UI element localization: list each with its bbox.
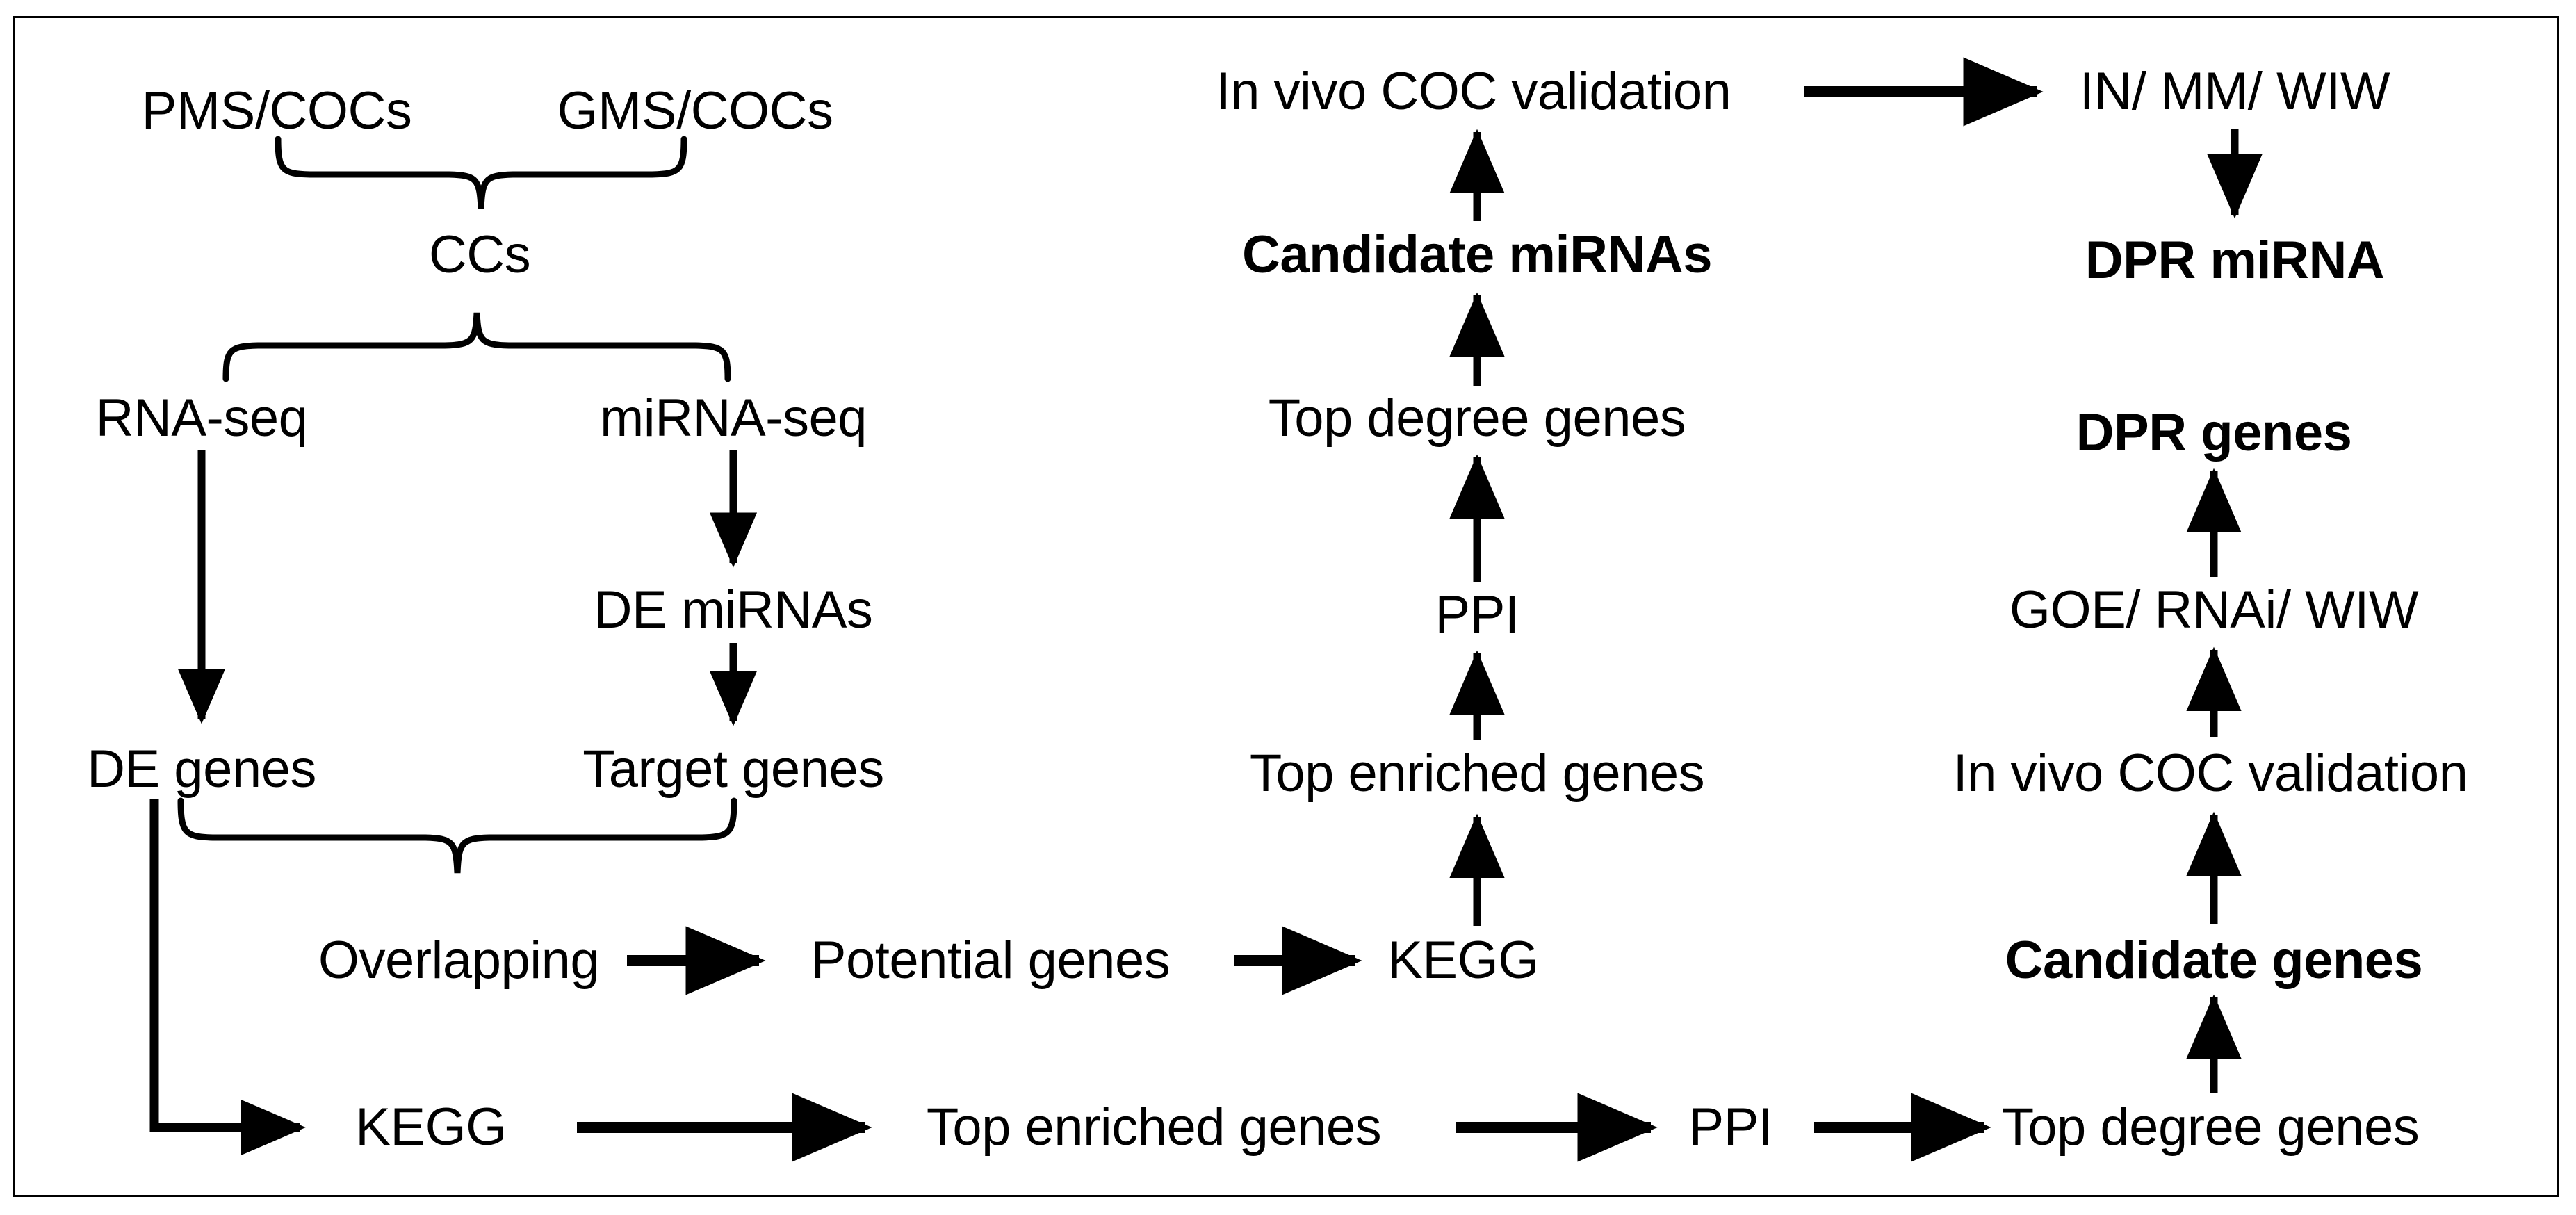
- node-target-genes: Target genes: [582, 740, 884, 799]
- node-dpr-mirna: DPR miRNA: [2085, 231, 2385, 290]
- node-gms-cocs: GMS/COCs: [557, 81, 833, 140]
- node-goe-rnai-wiw: GOE/ RNAi/ WIW: [2009, 580, 2419, 639]
- node-in-vivo-coc-validation-middle: In vivo COC validation: [1216, 62, 1731, 121]
- node-mirna-seq: miRNA-seq: [600, 389, 867, 448]
- node-top-enriched-genes-bottom: Top enriched genes: [926, 1098, 1382, 1157]
- node-de-mirnas: DE miRNAs: [594, 580, 873, 639]
- node-ppi-middle: PPI: [1435, 585, 1520, 644]
- figure-border: [13, 16, 2559, 1197]
- node-de-genes: DE genes: [87, 740, 316, 799]
- node-overlapping: Overlapping: [318, 931, 600, 990]
- node-dpr-genes: DPR genes: [2076, 403, 2352, 462]
- node-ppi-bottom: PPI: [1688, 1098, 1774, 1157]
- node-rna-seq: RNA-seq: [95, 389, 308, 448]
- node-kegg-bottom: KEGG: [355, 1098, 507, 1157]
- node-top-degree-genes-middle: Top degree genes: [1268, 389, 1686, 448]
- node-top-degree-genes-bottom: Top degree genes: [2001, 1098, 2420, 1157]
- node-top-enriched-genes-middle: Top enriched genes: [1249, 744, 1705, 803]
- node-kegg-middle: KEGG: [1387, 931, 1539, 990]
- node-ccs: CCs: [428, 225, 531, 284]
- node-candidate-genes: Candidate genes: [2005, 931, 2423, 990]
- node-in-vivo-coc-validation-right: In vivo COC validation: [1953, 744, 2468, 803]
- node-in-mm-wiw: IN/ MM/ WIW: [2079, 62, 2390, 121]
- node-candidate-mirnas: Candidate miRNAs: [1241, 225, 1713, 284]
- node-pms-cocs: PMS/COCs: [141, 81, 412, 140]
- node-potential-genes: Potential genes: [810, 931, 1171, 990]
